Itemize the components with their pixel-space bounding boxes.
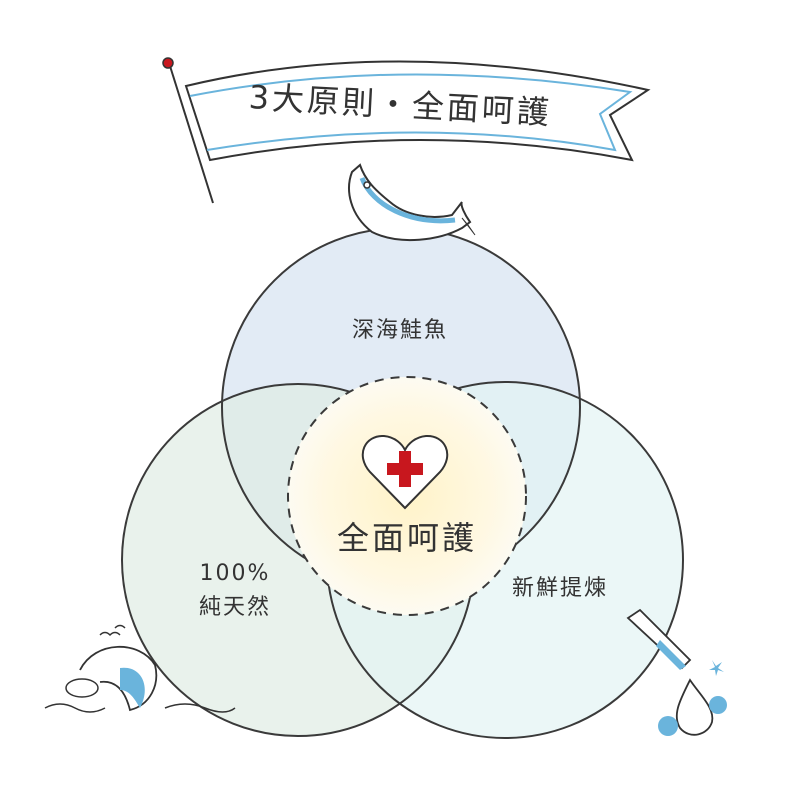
top-label: 深海鮭魚 [352, 318, 448, 343]
heart-cross-icon [361, 434, 449, 510]
right-label: 新鮮提煉 [512, 576, 608, 601]
center-label: 全面呵護 [337, 519, 477, 557]
dropper-icon [626, 608, 727, 736]
venn-circles [121, 227, 684, 739]
left-label-line1: 100% [200, 561, 271, 586]
salmon-icon [348, 163, 476, 242]
flag-banner: 3大原則・全面呵護 [162, 57, 651, 204]
left-label-line2: 純天然 [199, 595, 271, 620]
flag-pole [169, 65, 214, 204]
flag-pole-tip [162, 57, 174, 69]
wave-with-fish-icon [44, 624, 236, 713]
